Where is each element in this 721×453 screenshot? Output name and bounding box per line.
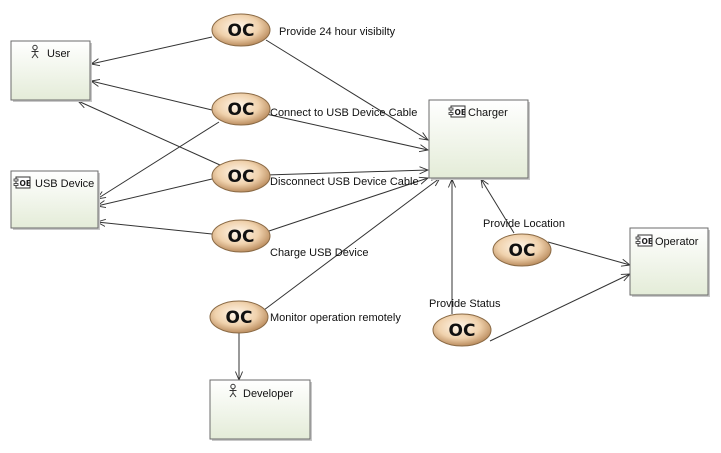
- operation-symbol: OC: [226, 308, 253, 328]
- node-user[interactable]: User: [10, 40, 92, 102]
- operation-monitor-remotely[interactable]: OC Monitor operation remotely: [209, 300, 401, 334]
- operation-disconnect-usb-cable[interactable]: OC Disconnect USB Device Cable: [211, 159, 419, 193]
- operation-provide-status[interactable]: OC Provide Status: [429, 298, 501, 347]
- operation-symbol: OC: [509, 241, 536, 261]
- edge-location-to-operator: [547, 241, 630, 265]
- svg-text:OE: OE: [20, 179, 32, 188]
- node-user-label: User: [47, 48, 71, 60]
- edge-visibility-to-user: [91, 36, 213, 64]
- svg-text:OE: OE: [642, 237, 654, 246]
- node-charger[interactable]: OE Charger: [428, 99, 530, 180]
- node-operator-label: Operator: [655, 236, 699, 248]
- actor-icon: [229, 383, 237, 398]
- edge-charge-to-usb-device: [97, 222, 213, 235]
- edge-connect-to-user: [91, 81, 213, 111]
- node-usb-device-label: USB Device: [35, 178, 94, 190]
- operation-symbol: OC: [228, 227, 255, 247]
- node-operator[interactable]: OE Operator: [629, 227, 710, 297]
- operation-label: Charge USB Device: [270, 247, 368, 259]
- edge-monitor-to-charger: [263, 178, 440, 311]
- node-developer[interactable]: Developer: [209, 379, 312, 441]
- edge-disconnect-to-charger: [265, 170, 428, 176]
- edges: [78, 36, 630, 380]
- operation-symbol: OC: [228, 167, 255, 187]
- component-icon: OE: [635, 234, 654, 247]
- edge-disconnect-to-user: [78, 101, 221, 166]
- operation-symbol: OC: [228, 21, 255, 41]
- component-icon: OE: [13, 176, 32, 189]
- operation-label: Disconnect USB Device Cable: [270, 176, 419, 188]
- operation-label: Provide Location: [483, 218, 565, 230]
- operation-label: Monitor operation remotely: [270, 312, 401, 324]
- node-charger-label: Charger: [468, 107, 508, 119]
- component-icon: OE: [448, 105, 467, 118]
- actor-icon: [31, 44, 39, 59]
- edge-location-to-charger: [481, 179, 515, 234]
- operation-connect-usb-cable[interactable]: OC Connect to USB Device Cable: [211, 92, 417, 126]
- node-usb-device[interactable]: OE USB Device: [10, 170, 100, 230]
- edge-charge-to-charger: [265, 178, 428, 233]
- node-developer-label: Developer: [243, 388, 293, 400]
- operation-label: Provide 24 hour visibilty: [279, 26, 396, 38]
- operation-provide-24-hour-visibility[interactable]: OC Provide 24 hour visibilty: [211, 13, 396, 47]
- svg-text:OE: OE: [455, 108, 467, 117]
- edge-disconnect-to-usb-device: [97, 178, 213, 206]
- operation-provide-location[interactable]: OC Provide Location: [483, 218, 565, 267]
- operation-label: Provide Status: [429, 298, 501, 310]
- edge-status-to-operator: [489, 274, 630, 342]
- operation-symbol: OC: [228, 100, 255, 120]
- edge-connect-to-charger: [265, 113, 428, 150]
- operation-label: Connect to USB Device Cable: [270, 107, 417, 119]
- operation-charge-usb-device[interactable]: OC Charge USB Device: [211, 219, 368, 259]
- operation-symbol: OC: [449, 321, 476, 341]
- edge-visibility-to-charger: [265, 39, 428, 140]
- edge-connect-to-usb-device: [97, 121, 220, 199]
